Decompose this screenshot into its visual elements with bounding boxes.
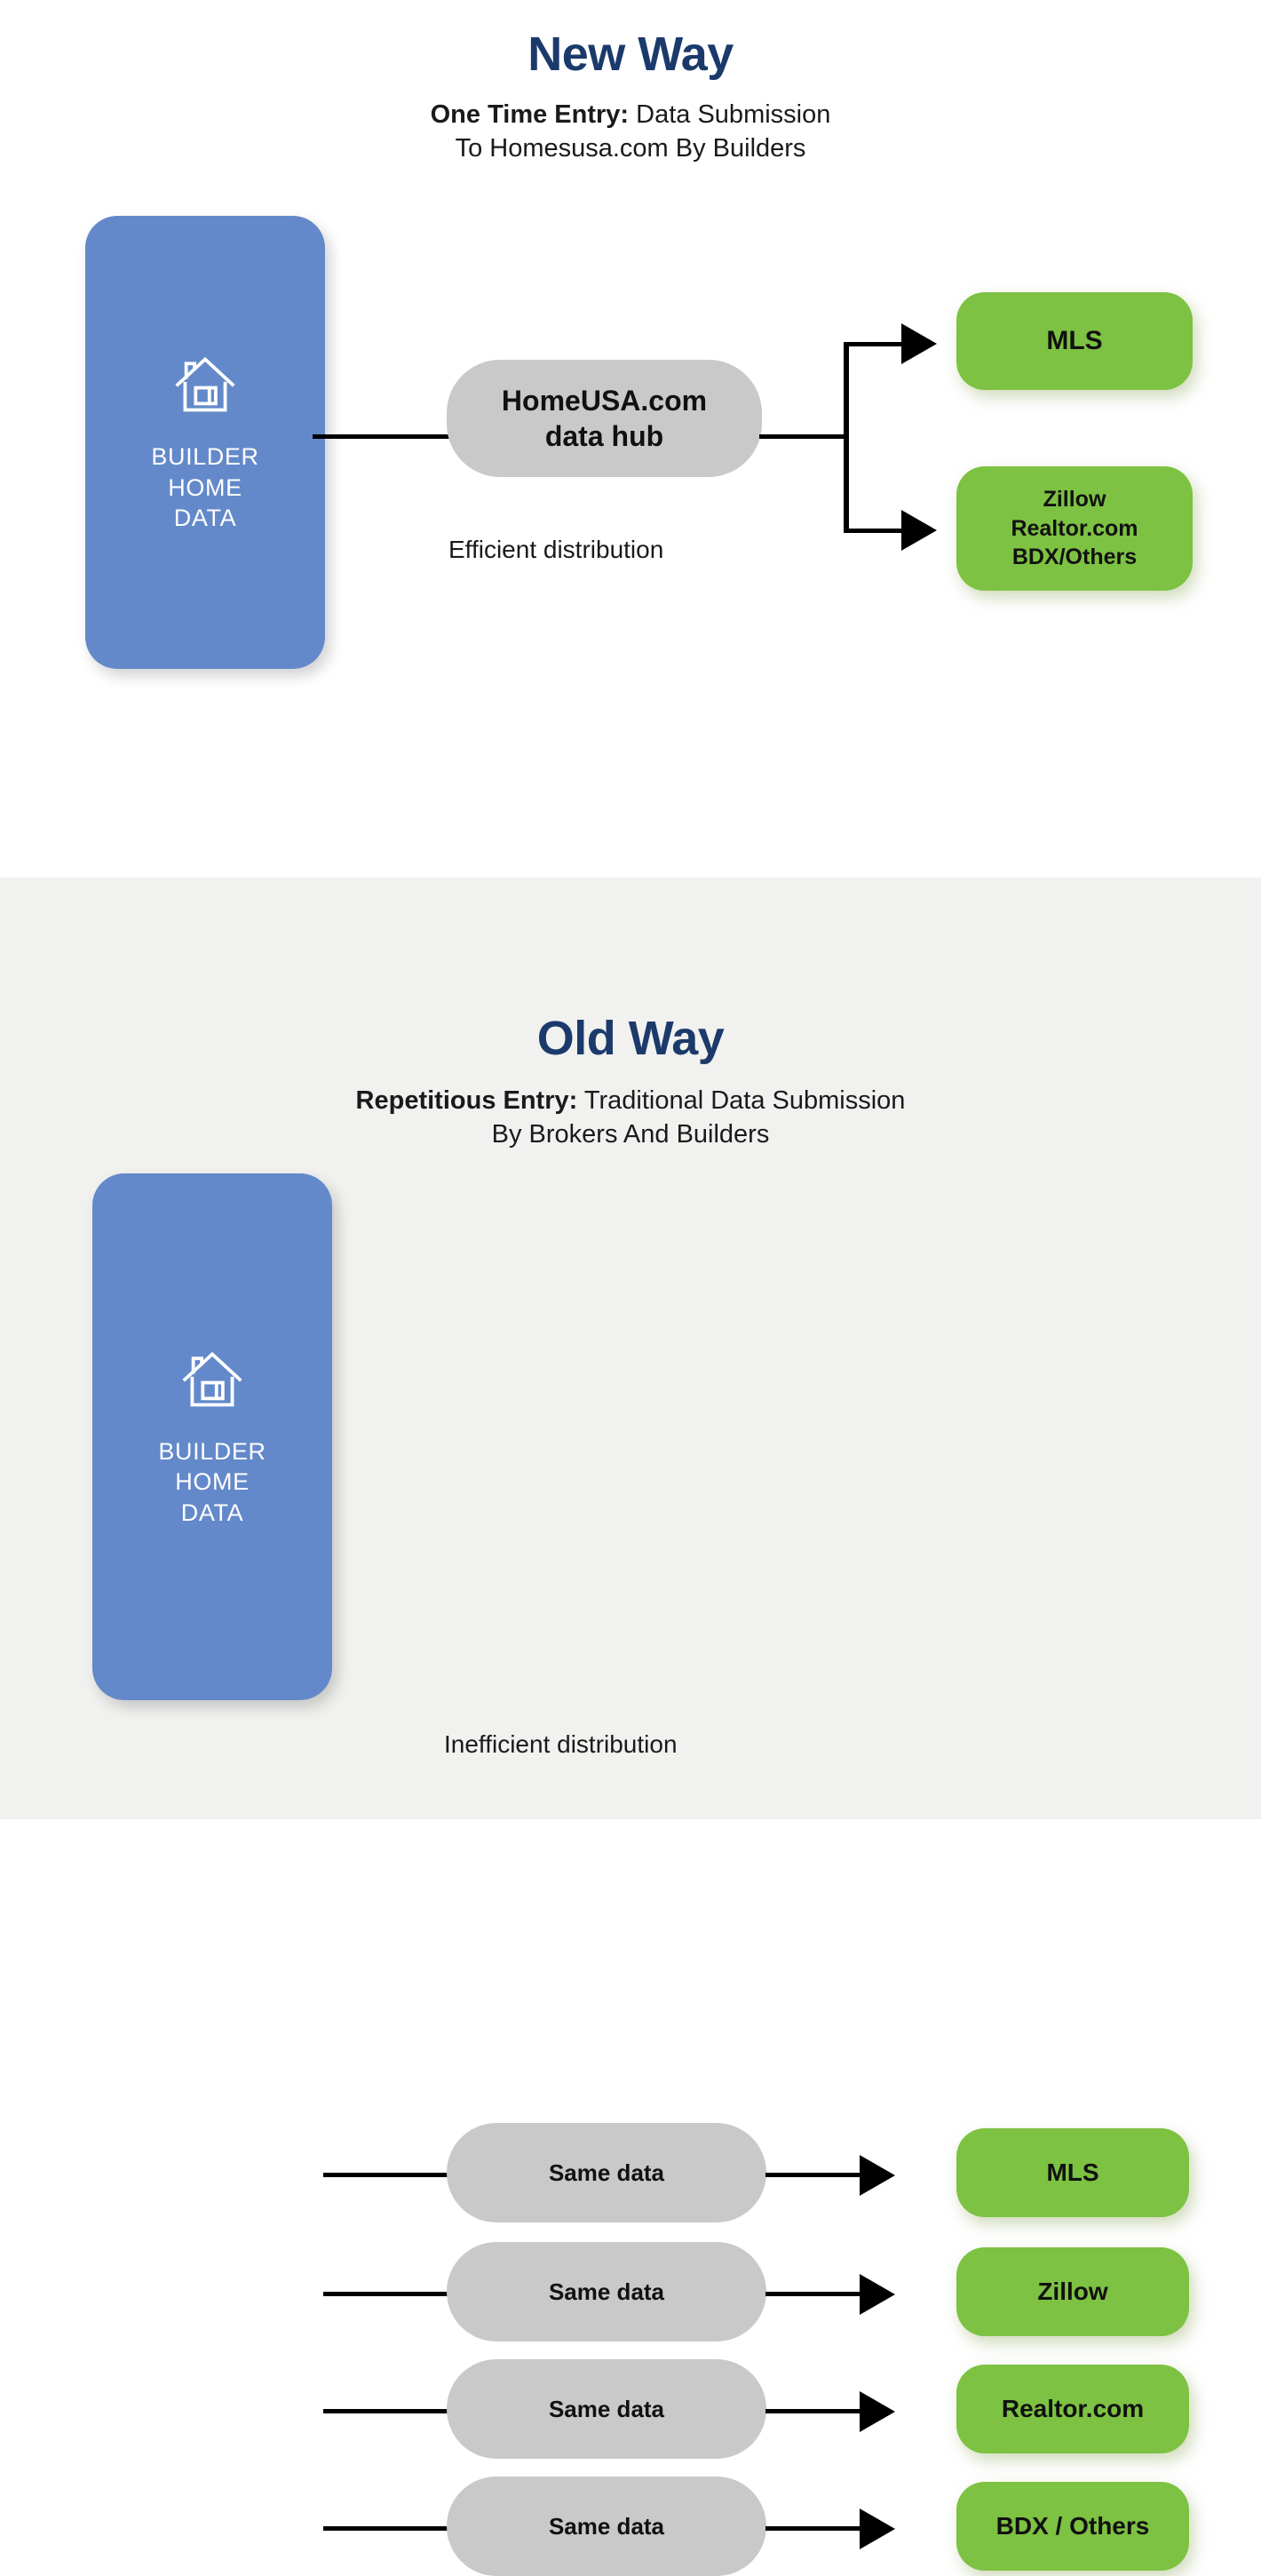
- connector-hub-stem: [759, 434, 848, 439]
- target-label-bdx: BDX/Others: [1011, 545, 1138, 570]
- new-way-subtitle-lead: One Time Entry:: [430, 100, 630, 129]
- target-label-realtor: Realtor.com: [1011, 515, 1138, 541]
- arrow-to-zillow-old: [860, 2274, 895, 2315]
- new-way-subtitle-rest: Data Submission: [629, 100, 831, 129]
- builder-line-3: DATA: [180, 1499, 244, 1526]
- target-box-portals-new: Zillow Realtor.com BDX/Others: [956, 466, 1193, 591]
- inefficient-distribution-caption: Inefficient distribution: [444, 1730, 678, 1758]
- new-way-section: New Way One Time Entry: Data Submission …: [0, 0, 1261, 878]
- new-way-subtitle-line2: To Homesusa.com By Builders: [455, 134, 806, 163]
- connector-builder-to-row-3: [323, 2409, 448, 2413]
- target-label-mls-old: MLS: [1046, 2159, 1099, 2186]
- target-box-mls-new: MLS: [956, 292, 1193, 390]
- connector-row-2-to-target: [765, 2292, 863, 2296]
- arrow-to-mls: [901, 323, 937, 364]
- same-data-label-3: Same data: [548, 2395, 665, 2422]
- connector-builder-to-row-2: [323, 2292, 448, 2296]
- target-label-zillow-old: Zillow: [1037, 2278, 1108, 2305]
- same-data-box-1: Same data: [447, 2123, 766, 2222]
- hub-label-line2: data hub: [544, 420, 664, 452]
- target-box-zillow-old: Zillow: [956, 2247, 1189, 2336]
- old-way-subtitle-line2: By Brokers And Builders: [491, 1120, 770, 1149]
- connector-branch-vertical: [844, 342, 849, 533]
- target-label-bdx-old: BDX / Others: [995, 2512, 1150, 2540]
- connector-builder-to-row-4: [323, 2526, 448, 2531]
- arrow-to-portals: [901, 510, 937, 551]
- old-way-subtitle-lead: Repetitious Entry:: [355, 1086, 578, 1115]
- old-way-section: Old Way Repetitious Entry: Traditional D…: [0, 878, 1261, 2576]
- same-data-box-4: Same data: [447, 2477, 766, 2576]
- target-label-realtor-old: Realtor.com: [1001, 2395, 1145, 2422]
- connector-builder-to-row-1: [323, 2173, 448, 2177]
- target-box-bdx-old: BDX / Others: [956, 2482, 1189, 2571]
- connector-builder-to-hub: [313, 434, 450, 439]
- house-icon: [171, 351, 239, 418]
- same-data-box-3: Same data: [447, 2359, 766, 2459]
- arrow-to-realtor-old: [860, 2391, 895, 2432]
- same-data-label-2: Same data: [548, 2278, 665, 2305]
- connector-row-3-to-target: [765, 2409, 863, 2413]
- homeusa-data-hub-box: HomeUSA.com data hub: [447, 360, 762, 477]
- hub-label-line1: HomeUSA.com: [501, 385, 708, 417]
- same-data-label-4: Same data: [548, 2512, 665, 2540]
- connector-branch-to-portals: [844, 529, 906, 533]
- old-way-subtitle-rest: Traditional Data Submission: [577, 1086, 906, 1115]
- new-way-subtitle: One Time Entry: Data Submission To Homes…: [0, 98, 1261, 166]
- target-box-mls-old: MLS: [956, 2128, 1189, 2217]
- arrow-to-mls-old: [860, 2155, 895, 2196]
- target-label-zillow: Zillow: [1043, 487, 1106, 513]
- builder-line-1: BUILDER: [151, 443, 259, 471]
- builder-line-2: HOME: [168, 473, 242, 501]
- same-data-box-2: Same data: [447, 2242, 766, 2341]
- builder-home-data-label-new: BUILDER HOME DATA: [151, 441, 258, 534]
- builder-line-2: HOME: [175, 1468, 250, 1496]
- arrow-to-bdx-old: [860, 2508, 895, 2549]
- builder-line-3: DATA: [173, 505, 237, 532]
- builder-line-1: BUILDER: [158, 1437, 266, 1465]
- new-way-title: New Way: [527, 28, 734, 81]
- old-way-subtitle: Repetitious Entry: Traditional Data Subm…: [0, 1084, 1261, 1152]
- builder-home-data-box-old: BUILDER HOME DATA: [92, 1173, 332, 1700]
- old-way-title: Old Way: [536, 1012, 725, 1065]
- connector-row-1-to-target: [765, 2173, 863, 2177]
- connector-branch-to-mls: [844, 342, 906, 346]
- target-label-mls-new: MLS: [1046, 326, 1103, 355]
- house-icon: [178, 1346, 246, 1413]
- builder-home-data-label-old: BUILDER HOME DATA: [158, 1436, 266, 1529]
- same-data-label-1: Same data: [548, 2159, 665, 2186]
- builder-home-data-box-new: BUILDER HOME DATA: [85, 216, 325, 669]
- efficient-distribution-caption: Efficient distribution: [448, 536, 664, 563]
- connector-row-4-to-target: [765, 2526, 863, 2531]
- target-box-realtor-old: Realtor.com: [956, 2365, 1189, 2453]
